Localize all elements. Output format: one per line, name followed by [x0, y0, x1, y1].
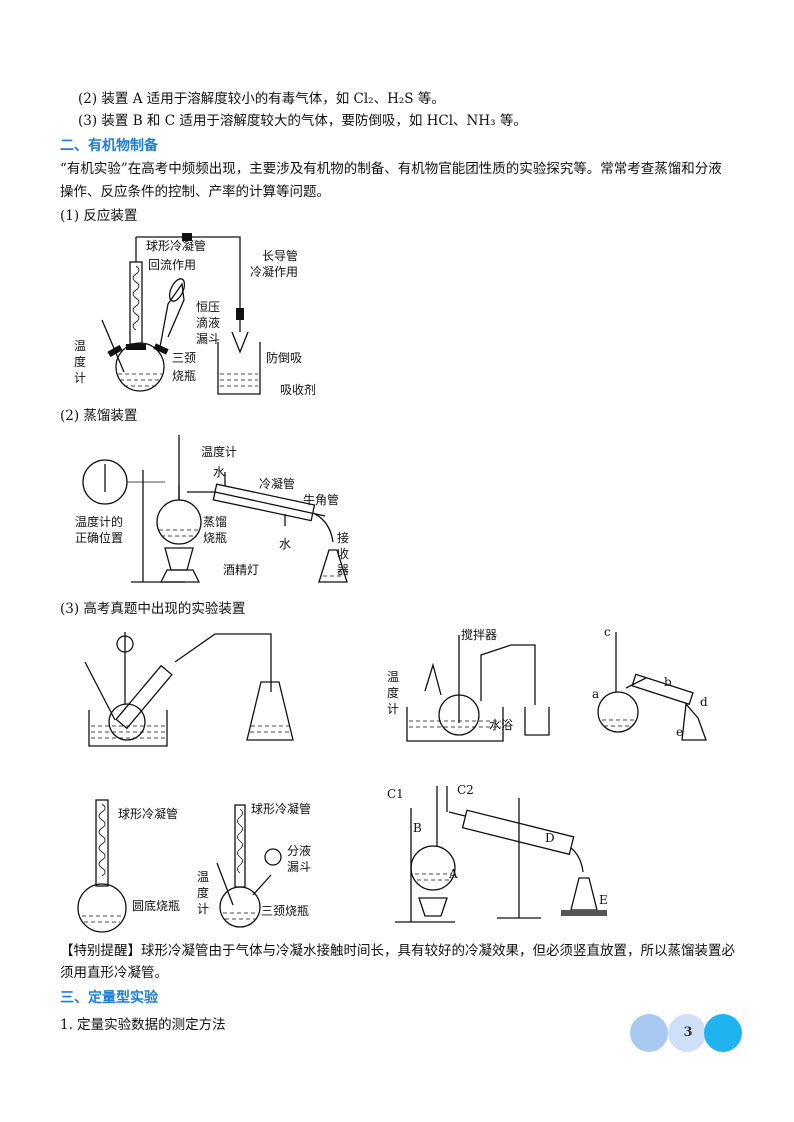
figure-label: B: [413, 821, 422, 835]
figure-label: b: [664, 675, 672, 689]
label-alcohol-lamp: 酒精灯: [223, 563, 259, 577]
text-line: (2) 装置 A 适用于溶解度较小的有毒气体，如 Cl₂、H₂S 等。: [78, 91, 445, 107]
figure-label: 度: [74, 354, 86, 369]
label-stirrer: 搅拌器: [461, 627, 497, 642]
page-circle-left: [630, 1014, 668, 1052]
exam-apparatus-figure-4: 球形冷凝管 圆底烧瓶: [77, 799, 180, 933]
figure-label: 烧瓶: [172, 369, 196, 383]
figure-label: a: [592, 687, 599, 701]
label-anti-suckback: 防倒吸: [266, 350, 302, 365]
label-water-bath: 水浴: [489, 718, 513, 732]
figure-label: e: [676, 725, 683, 739]
subheading: (1) 反应装置: [60, 208, 138, 224]
label-absorbent: 吸收剂: [280, 382, 316, 397]
label-water-in: 水: [279, 537, 291, 551]
label-funnel: 恒压: [196, 300, 220, 314]
exam-apparatus-figure-3: c a b d e: [592, 625, 708, 741]
distillation-apparatus-figure: 温度计 水 冷凝管 牛角管 温度计的 正确位置 蒸馏 烧瓶 水 接 收 器 酒精…: [75, 435, 349, 583]
section-heading-3: 三、定量型实验: [60, 990, 158, 1006]
text-line: (3) 装置 B 和 C 适用于溶解度较大的气体，要防倒吸，如 HCl、NH₃ …: [78, 113, 527, 129]
label-correct-position: 温度计的: [75, 514, 123, 529]
figure-label: 烧瓶: [203, 531, 227, 545]
label-water-out: 水: [213, 465, 225, 479]
label-adapter: 牛角管: [303, 492, 339, 507]
section-heading-2: 二、有机物制备: [60, 138, 158, 154]
figure-label: 计: [197, 902, 209, 916]
label-distilling-flask: 蒸馏: [203, 515, 227, 529]
label-condenser: 球形冷凝管: [251, 801, 311, 816]
figure-label: 器: [337, 563, 349, 577]
page-circle-middle: [668, 1014, 706, 1052]
figure-label: 漏斗: [196, 332, 220, 346]
exam-apparatus-figure-5: 球形冷凝管 分液 漏斗 温 度 计 三颈烧瓶: [197, 801, 311, 928]
figure-label: 滴液: [196, 315, 220, 330]
text-line: 1. 定量实验数据的测定方法: [60, 1017, 226, 1033]
label-separatory-funnel: 分液: [287, 843, 311, 858]
subheading: (3) 高考真题中出现的实验装置: [60, 601, 246, 617]
figure-label: 计: [74, 371, 86, 385]
figure-label: 度: [197, 885, 209, 900]
figure-label: C1: [387, 787, 404, 801]
label-long-tube: 长导管: [262, 248, 298, 263]
figure-label: 收: [337, 547, 349, 561]
label-three-neck-flask: 三颈烧瓶: [261, 904, 309, 918]
page-circle-right: [704, 1014, 742, 1052]
figure-label: A: [448, 867, 458, 881]
figure-label: c: [604, 625, 611, 639]
label-condenser: 冷凝管: [259, 476, 295, 491]
exam-apparatus-figure-6: C1 C2 B A D E: [387, 783, 608, 923]
label-condenser: 球形冷凝管: [146, 238, 206, 253]
label-receiver: 接: [337, 530, 349, 545]
special-tip: 【特别提醒】球形冷凝管由于气体与冷凝水接触时间长，具有较好的冷凝效果，但必须竖直…: [60, 943, 735, 959]
label-cooling: 冷凝作用: [250, 264, 298, 279]
figure-label: d: [700, 695, 708, 709]
page-number: 3: [683, 1025, 693, 1040]
figure-label: 度: [387, 685, 399, 700]
exam-apparatus-figure-2: 搅拌器 温 度 计 水浴: [387, 627, 550, 742]
figure-label: 正确位置: [75, 530, 123, 545]
label-thermometer: 温: [387, 670, 399, 684]
special-tip: 须用直形冷凝管。: [60, 965, 168, 981]
label-round-flask: 圆底烧瓶: [132, 898, 180, 913]
exam-apparatus-figure-1: [84, 632, 294, 747]
figure-label: 漏斗: [287, 860, 311, 874]
figure-label: C2: [457, 783, 474, 797]
label-reflux: 回流作用: [148, 258, 196, 272]
subheading: (2) 蒸馏装置: [60, 408, 138, 424]
label-thermometer: 温: [74, 339, 86, 353]
label-thermometer: 温度计: [201, 444, 237, 459]
label-flask: 三颈: [172, 351, 196, 365]
figure-label: 计: [387, 702, 399, 716]
text-line: 操作、反应条件的控制、产率的计算等问题。: [60, 184, 330, 200]
text-line: “有机实验”在高考中频频出现，主要涉及有机物的制备、有机物官能团性质的实验探究等…: [60, 161, 722, 177]
label-thermometer: 温: [197, 870, 209, 884]
figure-label: E: [599, 893, 608, 907]
figure-label: D: [545, 831, 555, 845]
reaction-apparatus-figure: 球形冷凝管 回流作用 长导管 冷凝作用 恒压 滴液 漏斗 温 度 计 三颈 烧瓶…: [74, 233, 316, 397]
label-condenser: 球形冷凝管: [118, 806, 178, 821]
